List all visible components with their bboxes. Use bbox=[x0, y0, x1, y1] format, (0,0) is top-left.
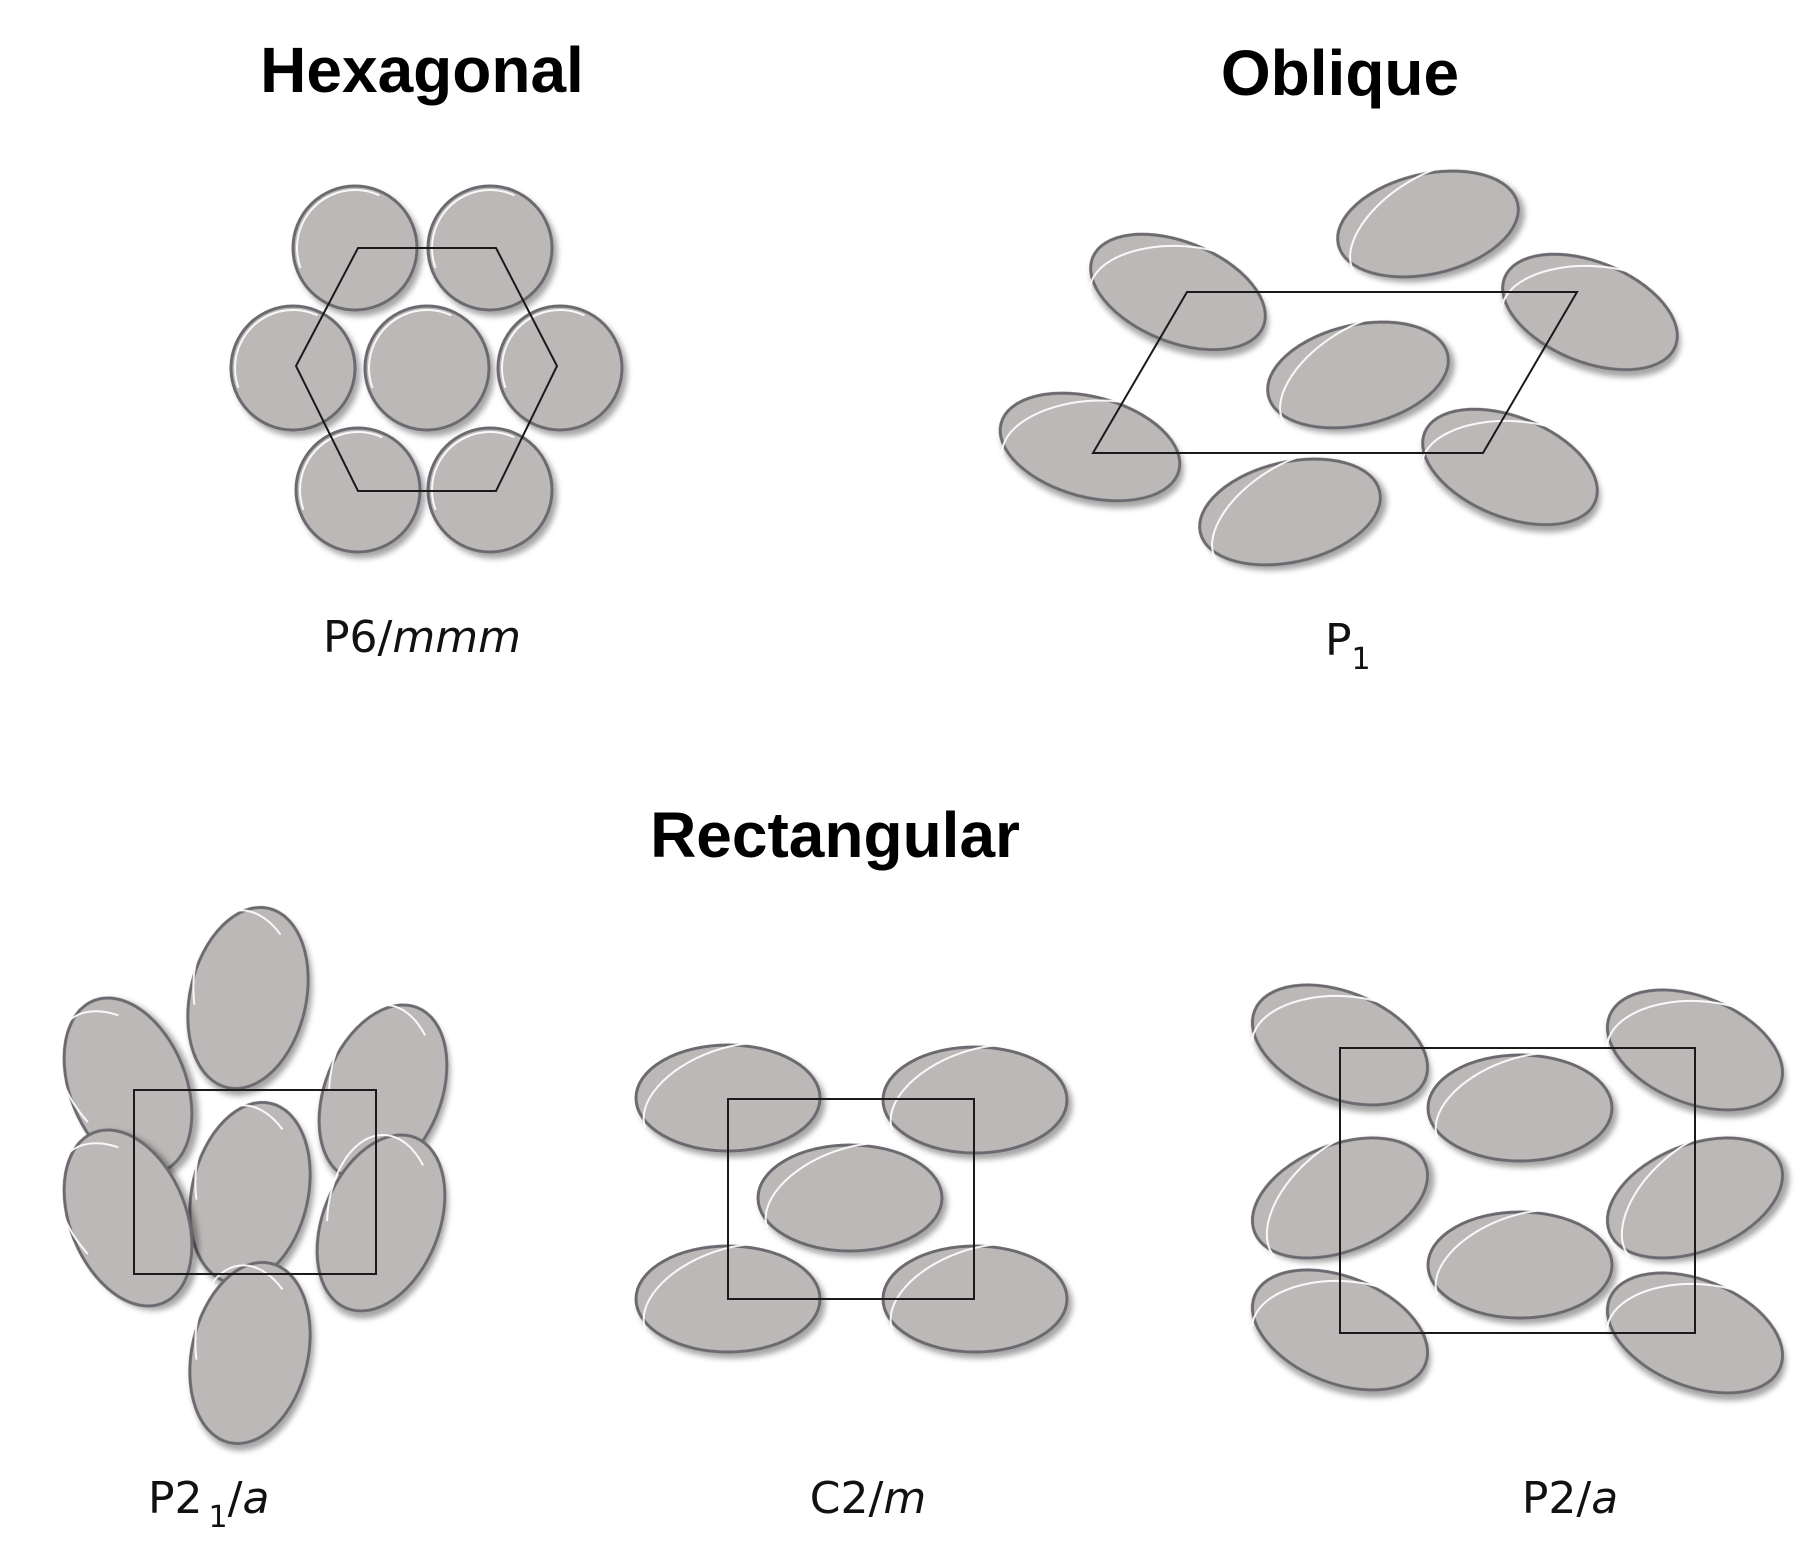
label-p6mmm: P6/mmm bbox=[323, 612, 521, 663]
p21a-packing-panel bbox=[55, 905, 449, 1446]
elliptical-particle bbox=[1426, 1208, 1614, 1322]
elliptical-particle bbox=[55, 1128, 201, 1308]
elliptical-particle bbox=[998, 391, 1182, 503]
label-p1: P1 bbox=[1325, 615, 1371, 677]
c2m-unit-cell bbox=[727, 1098, 975, 1300]
circular-particle bbox=[496, 304, 624, 432]
elliptical-particle bbox=[188, 1260, 312, 1446]
title-hexagonal: Hexagonal bbox=[260, 34, 584, 106]
p2a-unit-cell bbox=[1339, 1047, 1696, 1334]
label-p2a: P2/a bbox=[1522, 1473, 1618, 1524]
elliptical-particle bbox=[55, 996, 201, 1176]
elliptical-particle bbox=[756, 1141, 944, 1255]
p21a-unit-cell bbox=[133, 1089, 377, 1275]
elliptical-particle bbox=[1198, 449, 1382, 575]
p2a-packing-panel bbox=[1250, 983, 1785, 1395]
elliptical-particle bbox=[188, 1100, 312, 1286]
elliptical-particle bbox=[186, 905, 310, 1091]
oblique-packing-panel bbox=[998, 161, 1679, 575]
elliptical-particle bbox=[315, 1133, 447, 1313]
elliptical-particle bbox=[1501, 252, 1679, 372]
hexagonal-packing-panel bbox=[229, 184, 624, 554]
circular-particle bbox=[229, 304, 357, 432]
circular-particle bbox=[363, 304, 491, 432]
elliptical-particle bbox=[1250, 983, 1430, 1107]
label-c2m: C2/m bbox=[810, 1473, 926, 1524]
hexagonal-unit-cell bbox=[294, 247, 559, 492]
title-oblique: Oblique bbox=[1221, 37, 1459, 109]
c2m-packing-panel bbox=[634, 1041, 1069, 1356]
elliptical-particle bbox=[1266, 312, 1450, 438]
elliptical-particle bbox=[1426, 1051, 1614, 1165]
elliptical-particle bbox=[1421, 407, 1599, 527]
title-rectangular: Rectangular bbox=[650, 799, 1020, 871]
oblique-unit-cell bbox=[1091, 291, 1579, 454]
